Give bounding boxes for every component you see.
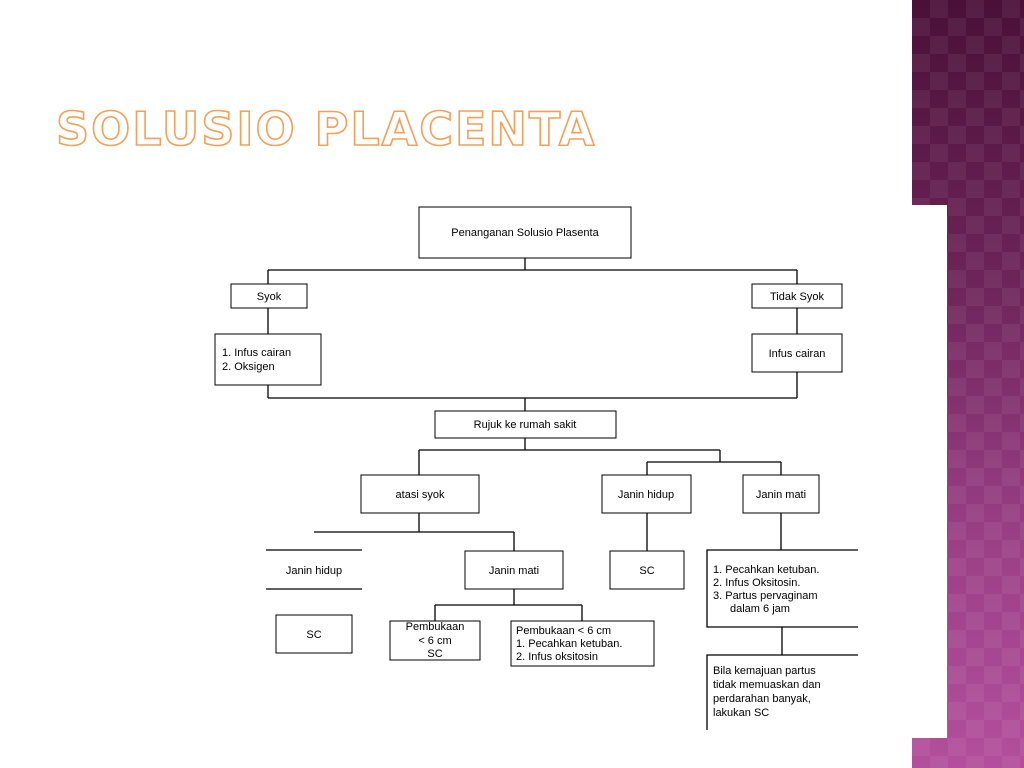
- final-note-line-2: tidak memuaskan dan: [713, 679, 821, 691]
- pembukaan-sc-line-3: SC: [427, 648, 442, 660]
- node-root: Penanganan Solusio Plasenta: [418, 206, 632, 259]
- node-syok-label: Syok: [257, 291, 282, 303]
- final-note-line-4: lakukan SC: [713, 707, 769, 719]
- pembukaan-sc-line-1: Pembukaan: [406, 621, 465, 633]
- node-janin-mati-right-label: Janin mati: [756, 489, 806, 501]
- syok-action-2: 2. Oksigen: [222, 361, 275, 373]
- janin-mati-action-1: 1. Pecahkan ketuban.: [713, 564, 819, 576]
- janin-mati-action-2: 2. Infus Oksitosin.: [713, 577, 800, 589]
- final-note-line-1: Bila kemajuan partus: [713, 665, 816, 677]
- pembukaan-sc-line-2: < 6 cm: [418, 635, 451, 647]
- node-sc-left-label: SC: [306, 629, 321, 641]
- node-tidak-syok-action: Infus cairan: [751, 333, 843, 373]
- node-pembukaan-actions: Pembukaan < 6 cm 1. Pecahkan ketuban. 2.…: [510, 620, 655, 667]
- node-rujuk: Rujuk ke rumah sakit: [434, 410, 617, 439]
- node-sc-left: SC: [275, 614, 353, 654]
- janin-mati-action-4: dalam 6 jam: [730, 603, 790, 615]
- connector-lines: [266, 258, 798, 655]
- node-janin-mati-left: Janin mati: [464, 550, 564, 590]
- node-janin-hidup-right-label: Janin hidup: [618, 489, 674, 501]
- syok-action-1: 1. Infus cairan: [222, 347, 291, 359]
- node-root-label: Penanganan Solusio Plasenta: [451, 227, 599, 239]
- node-janin-mati-left-label: Janin mati: [489, 565, 539, 577]
- node-janin-hidup-left-label: Janin hidup: [286, 565, 342, 577]
- node-janin-hidup-right: Janin hidup: [601, 474, 692, 514]
- node-tidak-syok: Tidak Syok: [751, 283, 843, 309]
- node-sc-right: SC: [609, 550, 685, 590]
- node-janin-mati-right: Janin mati: [742, 474, 820, 514]
- tidak-syok-action-label: Infus cairan: [769, 348, 826, 360]
- node-tidak-syok-label: Tidak Syok: [770, 291, 825, 303]
- pembukaan-actions-line-3: 2. Infus oksitosin: [516, 651, 598, 663]
- node-syok-actions: 1. Infus cairan 2. Oksigen: [214, 333, 322, 386]
- pembukaan-actions-line-1: Pembukaan < 6 cm: [516, 625, 611, 637]
- final-note-line-3: perdarahan banyak,: [713, 693, 811, 705]
- node-rujuk-label: Rujuk ke rumah sakit: [474, 419, 577, 431]
- node-final-note: Bila kemajuan partus tidak memuaskan dan…: [706, 654, 858, 730]
- slide-title: SOLUSIO PLACENTA: [55, 101, 597, 157]
- node-pembukaan-sc: Pembukaan < 6 cm SC: [389, 620, 481, 661]
- pembukaan-actions-line-2: 1. Pecahkan ketuban.: [516, 638, 622, 650]
- node-sc-right-label: SC: [639, 565, 654, 577]
- janin-mati-action-3: 3. Partus pervaginam: [713, 590, 818, 602]
- node-atasi-syok-label: atasi syok: [396, 489, 445, 501]
- node-syok: Syok: [230, 283, 308, 309]
- node-atasi-syok: atasi syok: [360, 474, 480, 514]
- node-janin-mati-actions: 1. Pecahkan ketuban. 2. Infus Oksitosin.…: [706, 549, 858, 628]
